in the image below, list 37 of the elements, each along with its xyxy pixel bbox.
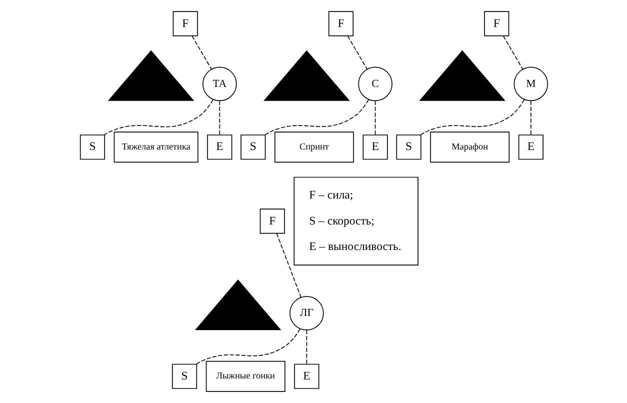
node-triangle: [107, 50, 194, 101]
node-box: S: [171, 364, 197, 389]
node-box: E: [294, 364, 319, 389]
node-box: Марафон: [430, 132, 510, 163]
node-box: F: [259, 208, 284, 234]
node-box: F: [484, 11, 509, 36]
connector: [420, 99, 524, 136]
node-circle: ТА: [202, 66, 236, 102]
node-box: F: [172, 11, 198, 36]
node-circle: С: [358, 66, 392, 102]
node-box: S: [79, 134, 105, 160]
node-triangle: [418, 50, 505, 101]
node-circle: ЛГ: [289, 296, 324, 330]
connector: [218, 100, 220, 136]
connector: [374, 100, 376, 136]
node-box: F – сила; S – скорость; E – выносливость.: [293, 176, 418, 266]
node-box: Тяжелая атлетика: [113, 132, 198, 163]
connector: [306, 330, 307, 365]
node-box: S: [240, 134, 266, 160]
node-box: Лыжные гонки: [205, 360, 285, 392]
connector: [502, 36, 523, 70]
node-box: E: [362, 134, 388, 160]
connector: [103, 99, 213, 136]
node-triangle: [194, 280, 281, 330]
node-box: E: [206, 134, 232, 160]
connector: [276, 233, 301, 298]
node-triangle: [263, 50, 350, 101]
connector: [264, 99, 368, 136]
connector: [346, 36, 368, 70]
connector: [196, 328, 300, 365]
node-box: S: [396, 134, 421, 160]
node-box: F: [328, 11, 354, 36]
node-circle: М: [513, 66, 548, 102]
node-box: Спринт: [274, 132, 354, 163]
connector: [191, 36, 212, 70]
node-box: E: [518, 134, 543, 160]
connector: [530, 100, 531, 136]
